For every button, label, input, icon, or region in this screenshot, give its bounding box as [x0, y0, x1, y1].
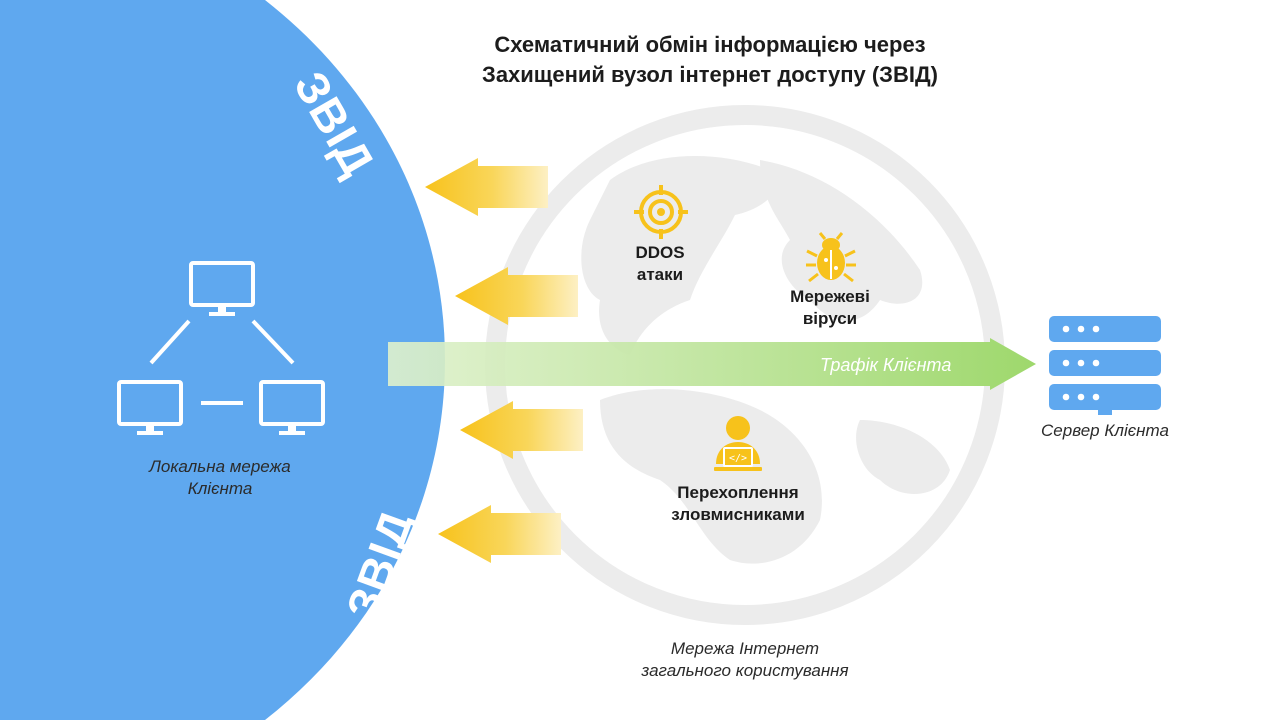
threat-arrow-2	[455, 267, 578, 325]
internet-caption: Мережа Інтернет загального користування	[641, 639, 849, 680]
server-caption: Сервер Клієнта	[1041, 421, 1169, 440]
threat-arrow-1	[425, 158, 548, 216]
viruses-label: Мережеві віруси	[790, 287, 870, 328]
threat-arrow-3	[460, 401, 583, 459]
local-network-caption: Локальна мережа Клієнта	[149, 457, 291, 498]
ddos-label: DDOS атаки	[635, 243, 685, 284]
server-rack-icon	[1049, 316, 1161, 415]
threat-arrow-4	[438, 505, 561, 563]
crosshair-target-icon	[634, 185, 688, 239]
hacker-laptop-icon: </>	[714, 416, 762, 471]
bug-icon	[806, 232, 856, 283]
page-title: Схематичний обмін інформацією через Захи…	[482, 32, 938, 87]
traffic-label: Трафік Клієнта	[820, 355, 952, 375]
computer-network-icon	[117, 261, 325, 435]
svg-text:</>: </>	[729, 453, 747, 464]
interception-label: Перехоплення зловмисниками	[671, 483, 805, 524]
